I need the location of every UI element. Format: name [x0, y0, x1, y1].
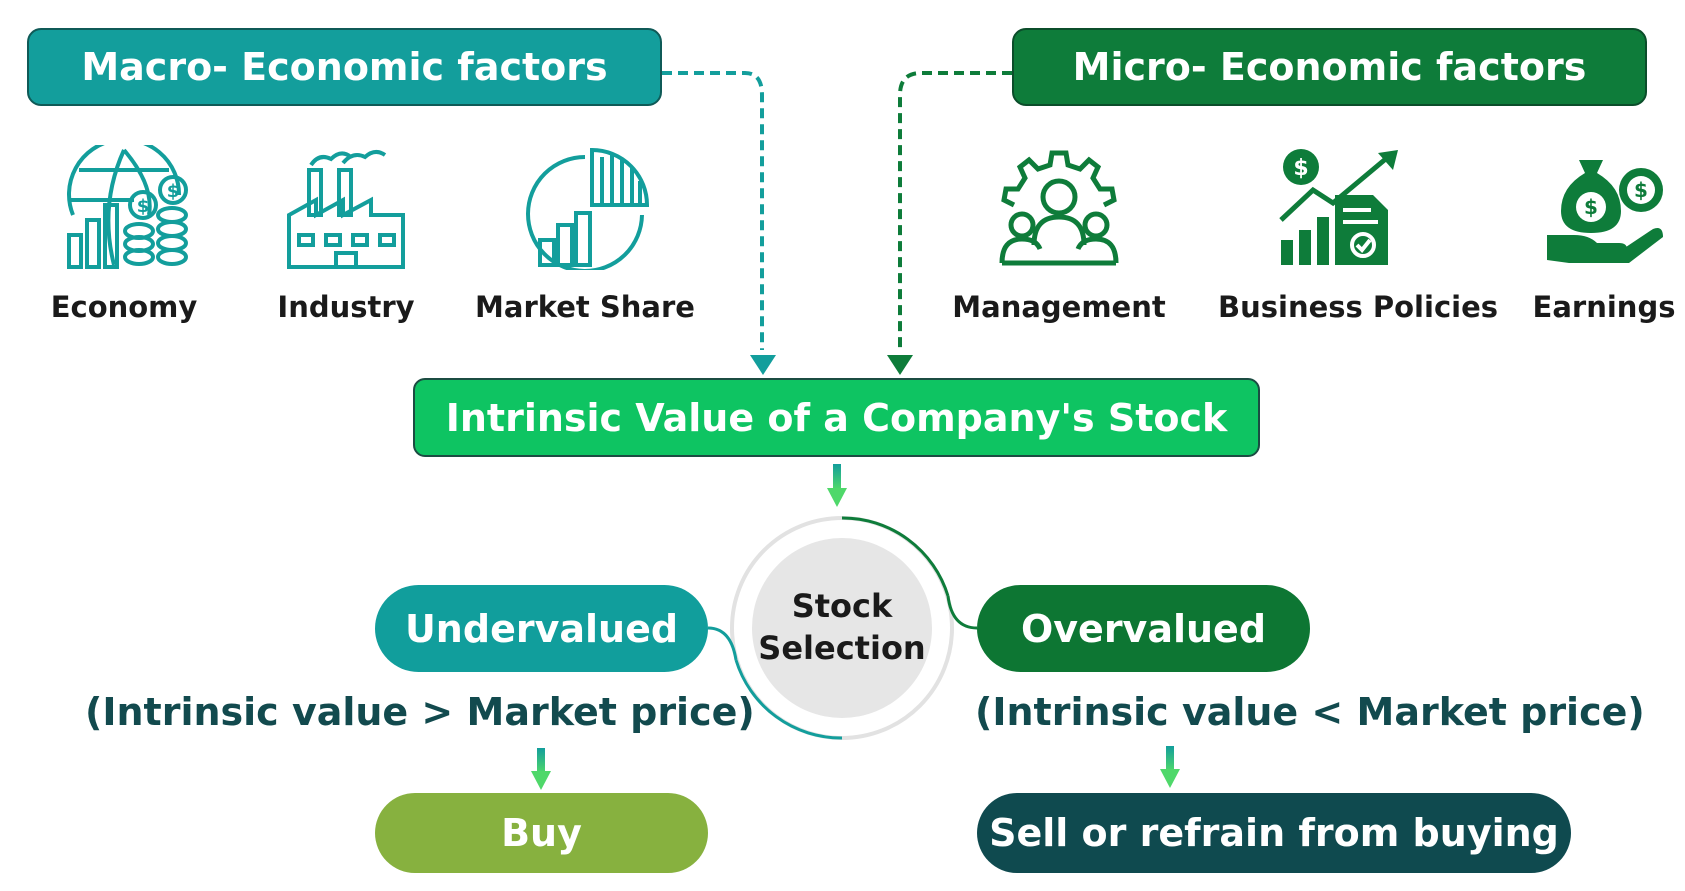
macro-dashed-connector	[662, 71, 764, 350]
sell-box: Sell or refrain from buying	[977, 793, 1571, 873]
buy-down-arrow-shaft	[537, 748, 545, 773]
svg-text:$: $	[1293, 156, 1308, 181]
factor-business-policies: $ Business Policies	[1218, 145, 1499, 324]
intrinsic-down-arrow-head	[827, 488, 847, 507]
factor-label-market-share: Market Share	[475, 290, 695, 324]
selection-ring-arc-right	[841, 516, 950, 597]
macro-arrowhead	[750, 355, 776, 375]
svg-text:$: $	[167, 181, 180, 202]
pie-bar-chart-icon	[526, 147, 650, 270]
factor-label-earnings: Earnings	[1532, 290, 1676, 324]
stock-selection-circle: Stock Selection	[752, 538, 932, 718]
undervalued-condition: (Intrinsic value > Market price)	[85, 690, 755, 734]
factor-label-industry: Industry	[277, 290, 415, 324]
svg-text:$: $	[137, 196, 150, 217]
intrinsic-down-arrow-shaft	[833, 464, 841, 489]
intrinsic-value-box: Intrinsic Value of a Company's Stock	[413, 378, 1260, 457]
factory-icon	[287, 150, 405, 269]
factor-management: Management	[939, 145, 1179, 324]
overvalued-condition: (Intrinsic value < Market price)	[975, 690, 1645, 734]
buy-box: Buy	[375, 793, 708, 873]
factor-label-business-policies: Business Policies	[1218, 290, 1499, 324]
gear-team-icon	[999, 150, 1119, 266]
factor-earnings: $ $ Earnings	[1484, 145, 1685, 324]
overvalued-box: Overvalued	[977, 585, 1310, 672]
micro-arrowhead	[887, 355, 913, 375]
hand-money-icon: $ $	[1547, 160, 1663, 263]
factor-label-economy: Economy	[50, 290, 198, 324]
stock-selection-line2: Selection	[758, 629, 926, 667]
undervalued-box: Undervalued	[375, 585, 708, 672]
factor-economy: $ $ Economy	[4, 145, 244, 324]
macro-factors-header: Macro- Economic factors	[27, 28, 662, 106]
growth-certificate-icon: $	[1279, 149, 1398, 265]
svg-text:$: $	[1584, 195, 1598, 219]
selection-ring-arc-left	[734, 659, 843, 740]
undervalued-branch	[707, 626, 738, 661]
stock-selection-line1: Stock	[791, 587, 893, 626]
svg-text:$: $	[1634, 178, 1648, 202]
factor-industry: Industry	[226, 145, 466, 324]
globe-coins-icon: $ $	[67, 145, 188, 269]
factor-market-share: Market Share	[465, 145, 705, 324]
sell-down-arrow-shaft	[1166, 746, 1174, 771]
buy-down-arrow-head	[531, 771, 551, 790]
overvalued-branch	[946, 595, 978, 630]
sell-down-arrow-head	[1160, 769, 1180, 788]
micro-factors-header: Micro- Economic factors	[1012, 28, 1647, 106]
factor-label-management: Management	[952, 290, 1166, 324]
